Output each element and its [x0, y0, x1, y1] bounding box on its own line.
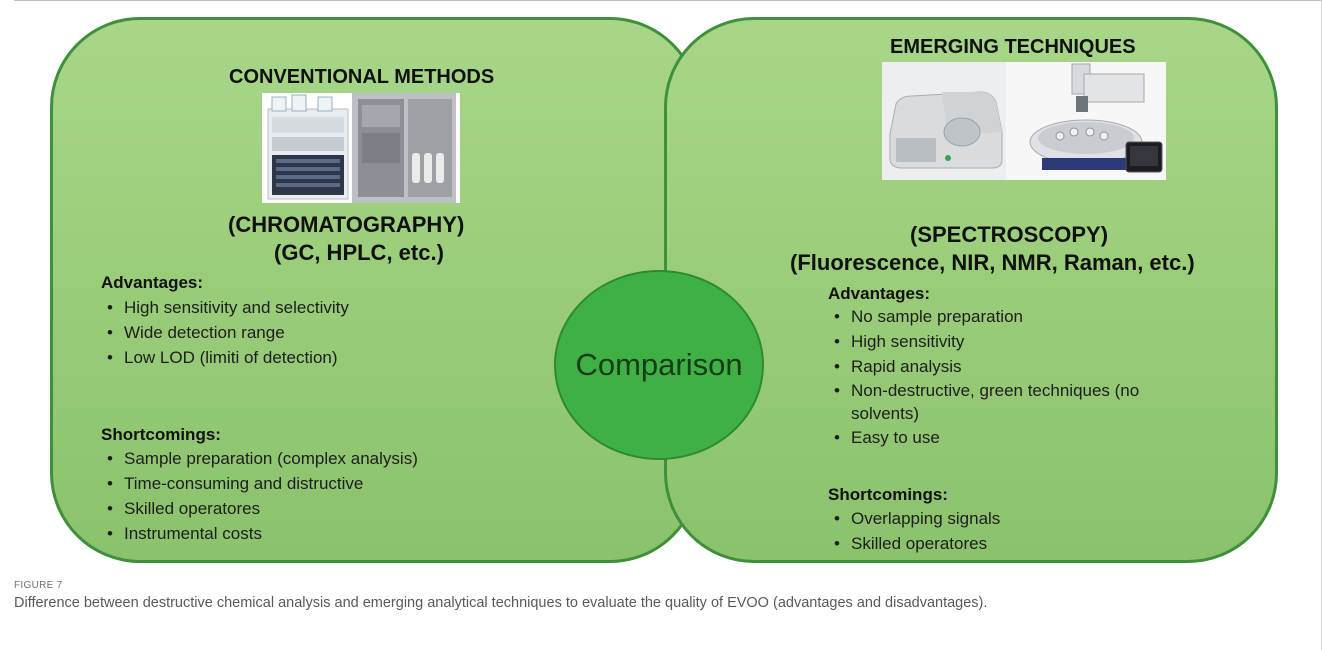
figure-caption: Difference between destructive chemical … [14, 595, 988, 611]
list-item: Skilled operatores [100, 496, 418, 521]
right-advantages-title: Advantages: [828, 284, 931, 303]
chromatography-examples: (GC, HPLC, etc.) [274, 240, 444, 265]
chromatography-label: (CHROMATOGRAPHY) [228, 212, 465, 237]
spectroscopy-label: (SPECTROSCOPY) [910, 222, 1109, 247]
list-item: Low LOD (limiti of detection) [100, 345, 349, 370]
chromatography-instrument-image [262, 93, 460, 203]
right-shortcomings-title: Shortcomings: [828, 485, 948, 504]
left-shortcomings-list: Sample preparation (complex analysis) Ti… [100, 446, 418, 546]
spectroscopy-instrument-image [882, 62, 1166, 180]
left-shortcomings-title: Shortcomings: [101, 425, 221, 444]
figure-top-rule [14, 0, 1322, 1]
list-item: High sensitivity [827, 329, 1201, 354]
list-item: No sample preparation [827, 304, 1201, 329]
right-shortcomings-list: Overlapping signals Skilled operatores [827, 506, 1000, 556]
comparison-label: Comparison [575, 347, 743, 382]
list-item: Non-destructive, green techniques (no so… [827, 379, 1201, 425]
list-item: Time-consuming and distructive [100, 471, 418, 496]
figure-label: FIGURE 7 [14, 580, 63, 591]
list-item: High sensitivity and selectivity [100, 295, 349, 320]
comparison-circle: Comparison [554, 270, 764, 460]
list-item: Rapid analysis [827, 354, 1201, 379]
conventional-methods-title: CONVENTIONAL METHODS [229, 66, 495, 88]
list-item: Sample preparation (complex analysis) [100, 446, 418, 471]
list-item: Wide detection range [100, 320, 349, 345]
spectroscopy-examples: (Fluorescence, NIR, NMR, Raman, etc.) [790, 250, 1195, 275]
list-item: Overlapping signals [827, 506, 1000, 531]
left-advantages-list: High sensitivity and selectivity Wide de… [100, 295, 349, 370]
left-advantages-title: Advantages: [101, 273, 204, 292]
list-item: Skilled operatores [827, 531, 1000, 556]
list-item: Instrumental costs [100, 521, 418, 546]
emerging-techniques-title: EMERGING TECHNIQUES [890, 36, 1136, 58]
right-advantages-list: No sample preparation High sensitivity R… [827, 304, 1201, 450]
list-item: Easy to use [827, 425, 1201, 450]
